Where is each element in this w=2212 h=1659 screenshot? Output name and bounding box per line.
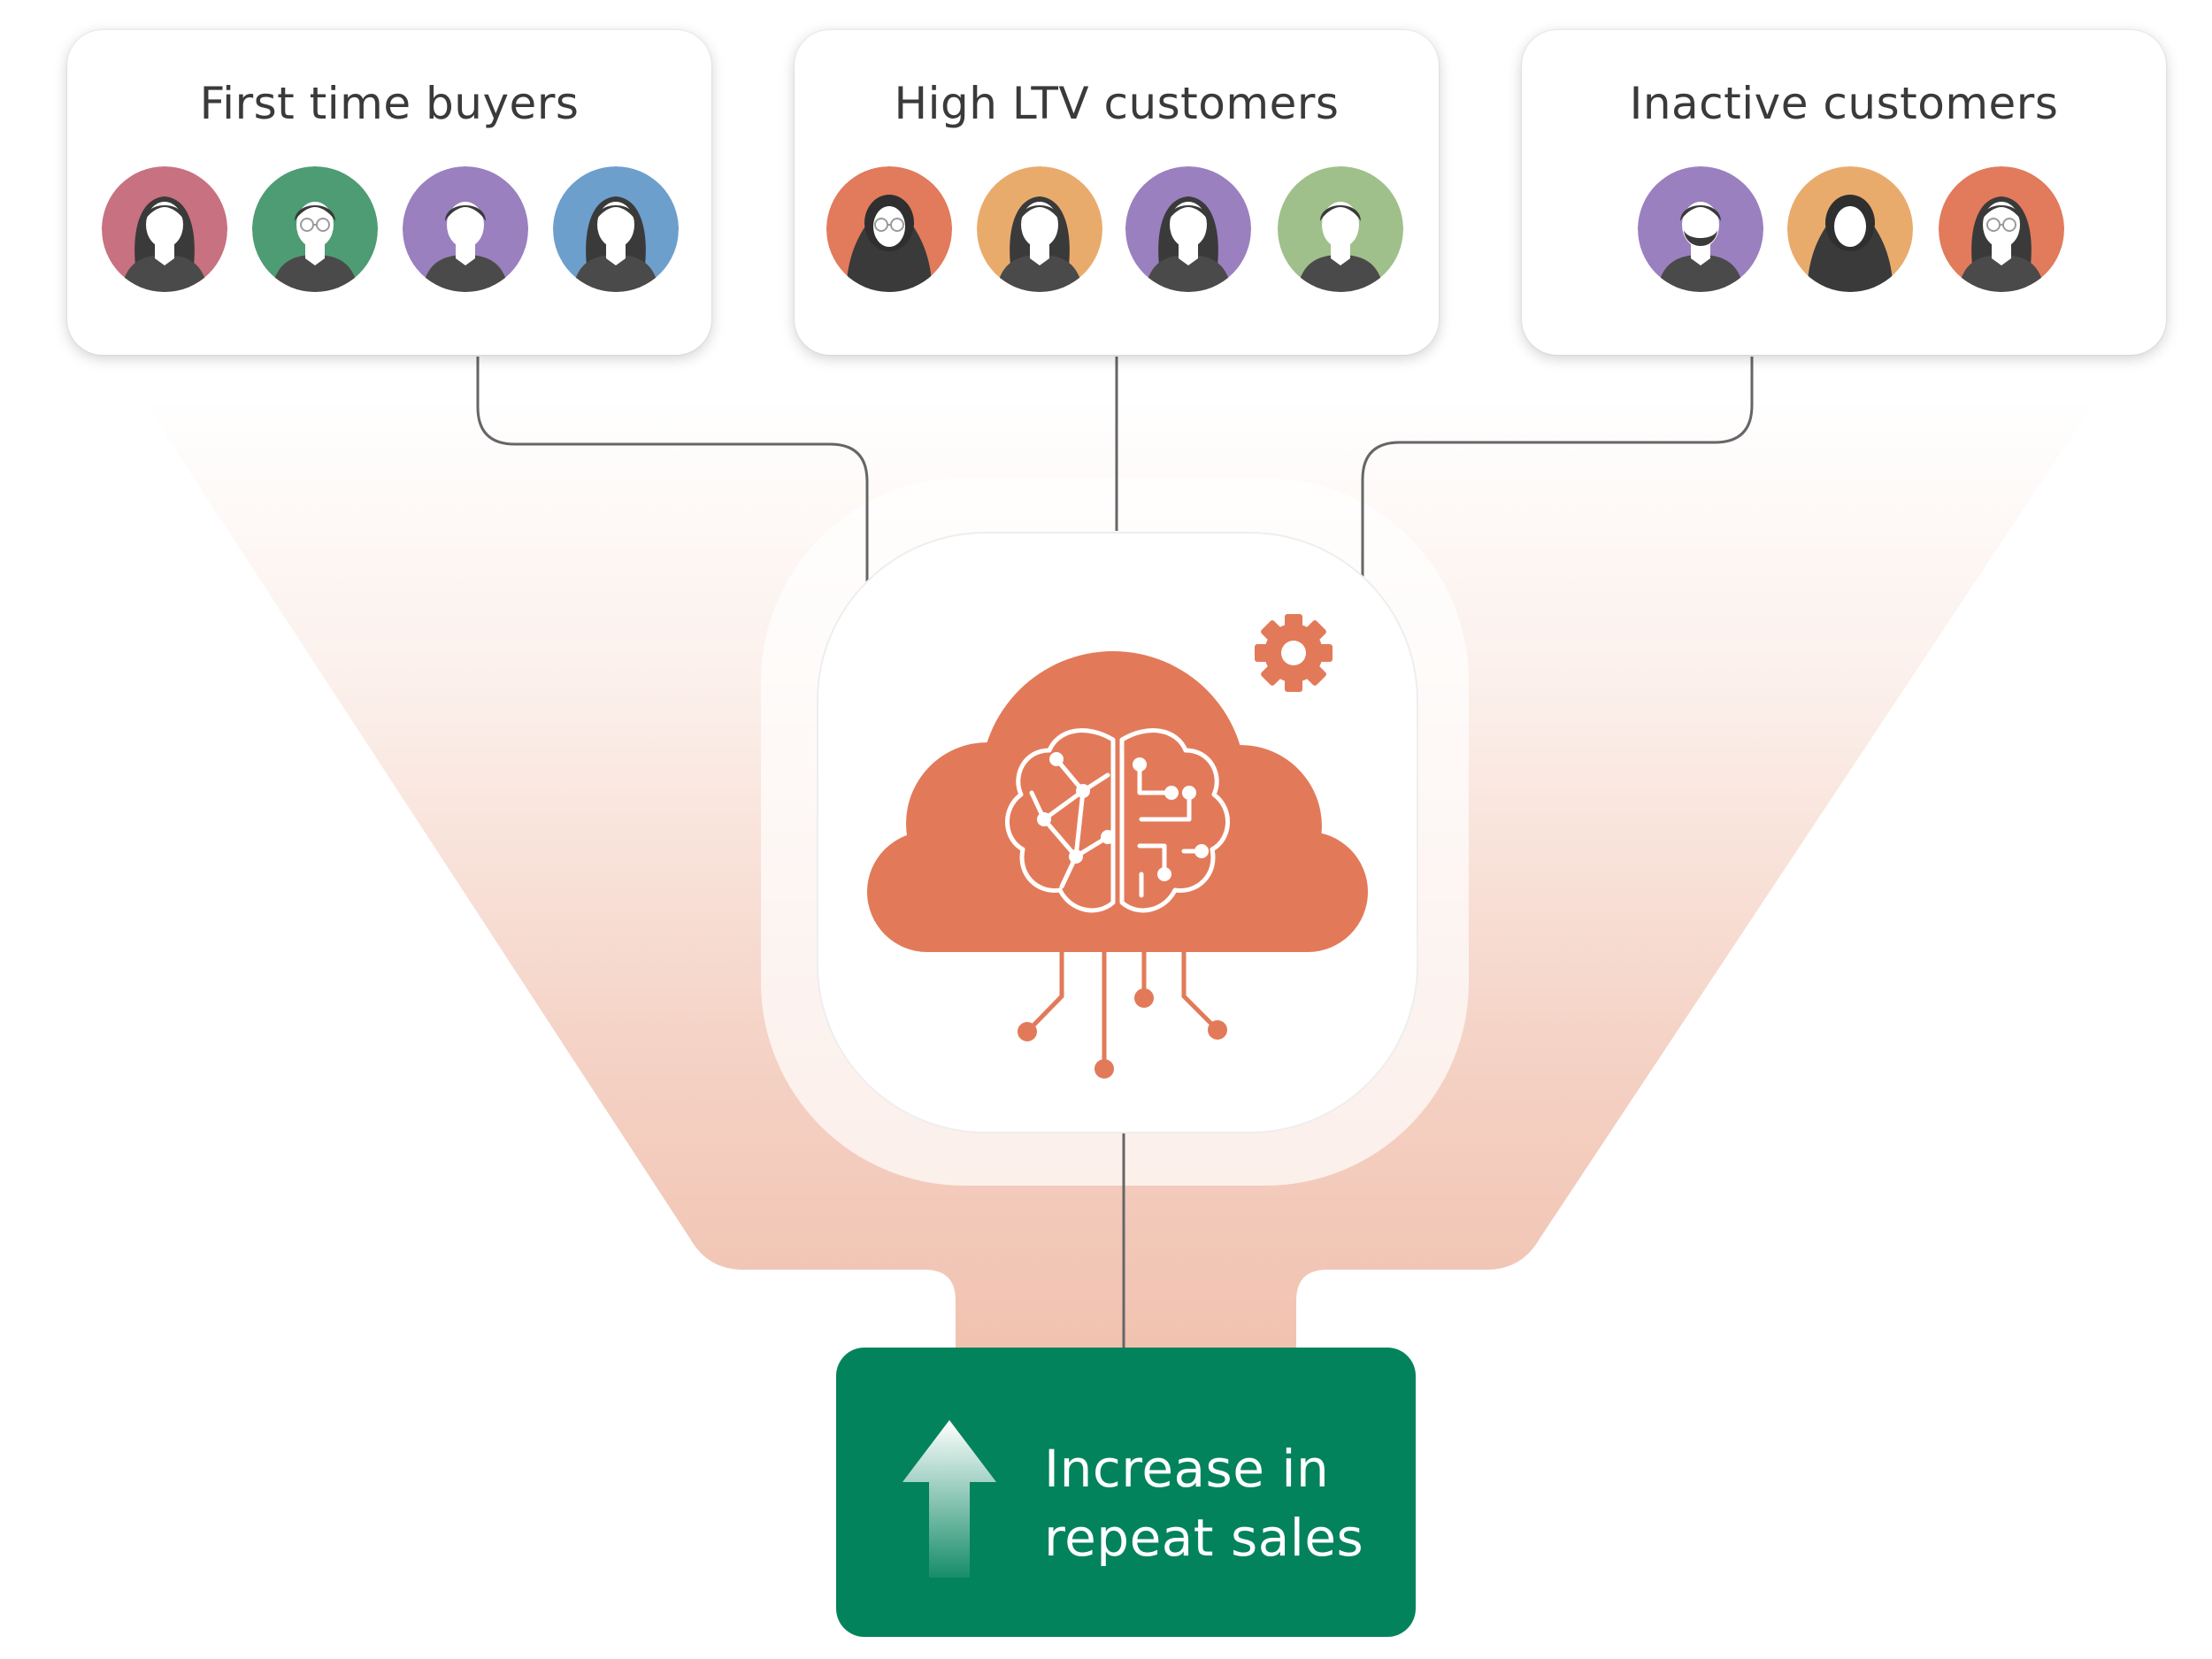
- ai-hub: [817, 532, 1418, 1133]
- segment-title: High LTV customers: [894, 78, 1340, 129]
- woman-hijab-glasses-avatar-icon: [826, 166, 952, 292]
- segment-card-high-ltv-customers: High LTV customers: [795, 30, 1439, 355]
- woman-braid-avatar-icon: [553, 166, 679, 292]
- result-box: Increase in repeat sales: [836, 1348, 1416, 1637]
- woman-ponytail-avatar-icon: [977, 166, 1102, 292]
- gear-icon: [1255, 614, 1333, 692]
- result-label: Increase in repeat sales: [1044, 1434, 1398, 1572]
- segment-card-inactive-customers: Inactive customers: [1522, 30, 2166, 355]
- result-line-2: repeat sales: [1044, 1508, 1364, 1568]
- up-arrow-icon: [902, 1420, 996, 1578]
- man-beard-avatar-icon: [1638, 166, 1763, 292]
- woman-long-hair-avatar-icon: [102, 166, 227, 292]
- woman-hijab-avatar-icon: [1787, 166, 1913, 292]
- segment-card-first-time-buyers: First time buyers: [67, 30, 711, 355]
- man-avatar-icon: [403, 166, 528, 292]
- result-line-1: Increase in: [1044, 1439, 1330, 1499]
- man-glasses-avatar-icon: [252, 166, 378, 292]
- man-jacket-avatar-icon: [1278, 166, 1403, 292]
- connector-first-time-buyers: [476, 357, 869, 593]
- connector-inactive: [1361, 357, 1754, 593]
- segment-title: Inactive customers: [1629, 78, 2059, 129]
- woman-avatar-icon: [1125, 166, 1251, 292]
- segment-title: First time buyers: [199, 78, 580, 129]
- ai-brain-cloud-icon: [867, 614, 1368, 1079]
- woman-glasses-avatar-icon: [1939, 166, 2064, 292]
